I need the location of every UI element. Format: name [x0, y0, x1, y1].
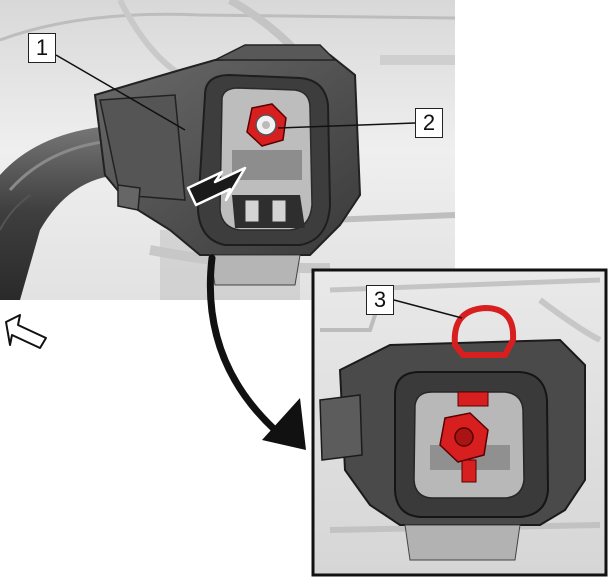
direction-arrow-icon	[5, 314, 47, 349]
inset-detail	[311, 268, 608, 577]
connector-body	[93, 44, 362, 286]
callout-2: 2	[415, 108, 443, 138]
leader-line-3	[393, 299, 463, 319]
curved-arrow-icon	[206, 254, 306, 450]
callout-1: 1	[28, 33, 56, 63]
release-arrow-icon	[186, 166, 247, 207]
leader-line-1	[55, 54, 186, 131]
locking-tab	[451, 305, 517, 358]
leader-line-2	[277, 122, 416, 129]
callout-3: 3	[366, 285, 394, 315]
red-nut	[246, 103, 287, 147]
